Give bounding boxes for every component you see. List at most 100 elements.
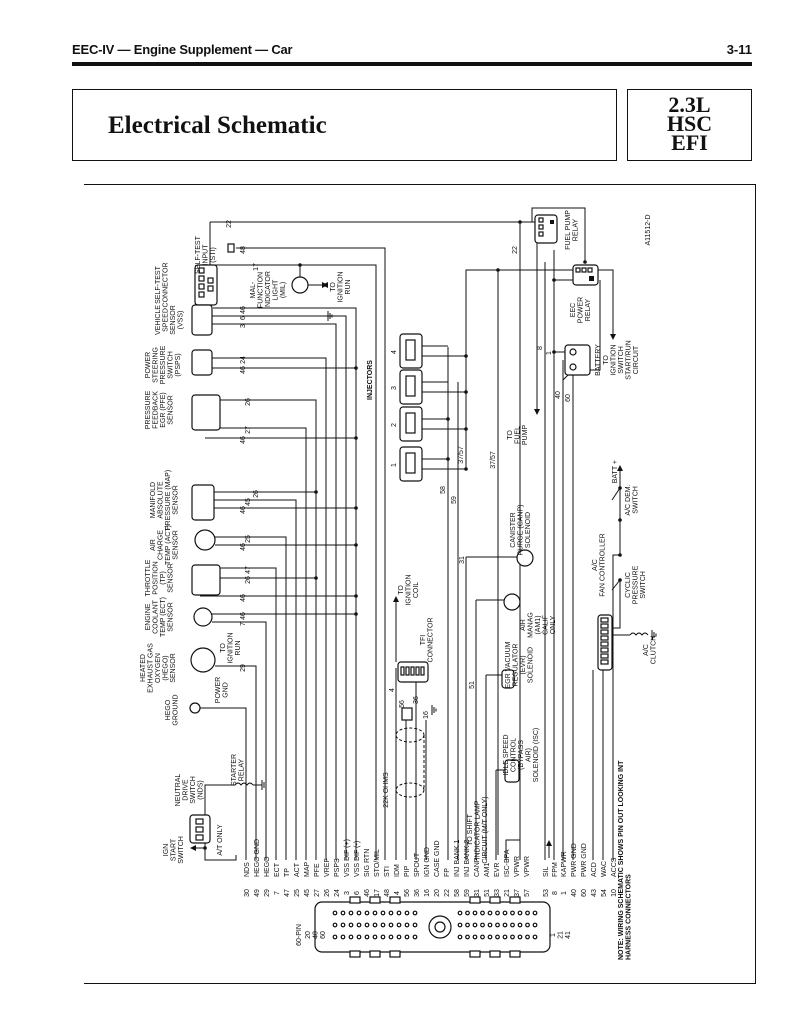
pin-hole <box>457 910 463 916</box>
starter-coil-icon <box>234 782 254 786</box>
pin-hole <box>472 922 478 928</box>
pin-name-tp: TP <box>284 868 291 877</box>
arrow-to-ignition-switch <box>610 334 616 340</box>
pin-number: 43 <box>591 889 598 897</box>
psps-label-line: PRESSURE <box>160 345 167 384</box>
wiring-note-line: NOTE: WIRING SCHEMATIC SHOWS PIN OUT LOO… <box>618 760 625 960</box>
ground-icon <box>261 780 267 790</box>
ground-icon <box>431 705 437 715</box>
pin-number: 30 <box>244 889 251 897</box>
resistor-block <box>401 707 413 721</box>
pin-hole <box>380 910 386 916</box>
connector-pins-top-line: 60 <box>320 931 327 939</box>
pin-hole <box>502 922 508 928</box>
pin <box>581 267 587 273</box>
pin-name-fp: FP <box>444 868 451 877</box>
junction-dot <box>203 846 207 850</box>
pin <box>198 267 205 274</box>
pin-number: 48 <box>384 889 391 897</box>
pin-hole <box>465 934 470 940</box>
ac-dem-switch-label-line: SWITCH <box>633 486 640 514</box>
pin-hole <box>372 934 378 940</box>
canp-solenoid <box>516 549 534 567</box>
pin-hole <box>487 910 493 916</box>
ect-label-line: ENGINE <box>145 603 152 630</box>
pin-number: 1 <box>561 891 568 895</box>
pin-name-canp: CANP <box>474 857 481 877</box>
hego-ground-label-line: GROUND <box>173 694 180 725</box>
batt-plus-label: BATT + <box>612 460 619 483</box>
fan-controller-label-line: A/C <box>592 559 599 571</box>
connector-tab <box>509 950 521 958</box>
pin-number: 27 <box>314 889 321 897</box>
pin-hole <box>472 934 478 940</box>
pin <box>198 275 205 282</box>
wire-vss-6 <box>212 315 347 860</box>
self-test-connector-label-line: CONNECTOR <box>163 263 170 308</box>
wire-label-46: 46 <box>240 506 247 514</box>
pin-hole <box>348 922 354 928</box>
wire-label-3: 3 <box>240 324 247 328</box>
pin-number: 3 <box>344 891 351 895</box>
wire-label-26: 26 <box>245 398 252 406</box>
wire-bat-relay <box>590 280 601 371</box>
pfe-label-line: PRESSURE <box>145 390 152 429</box>
pin-hole <box>525 934 530 940</box>
wire-label-58: 58 <box>440 486 447 494</box>
eec-power-relay-label-line: POWER <box>578 297 585 323</box>
hego-ground-label-line: HEGO <box>165 699 172 720</box>
pin-name-sto-mil: STO/MIL <box>374 849 381 877</box>
pin-name-vpwr: VPWR <box>524 856 531 877</box>
psps-label-line: SWITCH <box>168 351 175 379</box>
pin-hole <box>517 934 523 940</box>
pfe-label-line: SENSOR <box>168 395 175 425</box>
arrow-to-fuel-pump <box>534 409 540 415</box>
mil-to-ignition-label-line: TO <box>330 282 337 292</box>
wire-label-16: 16 <box>423 711 430 719</box>
shield-bottom <box>395 782 425 798</box>
pin-name-evr: EVR <box>494 863 501 877</box>
ignition-switch-label-line: SWITCH <box>618 346 625 374</box>
engine-badge: 2.3L HSC EFI <box>627 89 752 161</box>
mil-label-line: FUNCTION <box>258 272 265 308</box>
am1-solenoid <box>503 593 521 611</box>
pin-number: 37 <box>514 889 521 897</box>
badge-line-3: EFI <box>671 130 708 155</box>
ect-sensor <box>193 607 213 627</box>
pin-number: 33 <box>494 889 501 897</box>
ac-clutch-label-line: CLUTCH <box>651 636 658 664</box>
pin <box>600 617 609 623</box>
am1-label-line: AIR <box>520 619 527 631</box>
act-sensor <box>194 529 216 551</box>
ac-clutch-coil-icon <box>629 632 649 636</box>
pin-name-act: ACT <box>294 862 301 877</box>
wire-to-ign-switch <box>598 269 614 335</box>
junction-dot <box>552 350 556 354</box>
pin-hole <box>510 922 515 928</box>
wire-label-47: 47 <box>245 566 252 574</box>
pin-hole <box>480 910 485 916</box>
ac-clutch-label-line: A/C <box>643 644 650 656</box>
battery-minus-terminal <box>569 363 577 371</box>
nds-label-line: NEUTRAL <box>175 774 182 807</box>
wire-label-59: 59 <box>451 496 458 504</box>
vss-connector-body <box>191 304 213 336</box>
injectors-label: INJECTORS <box>367 360 374 400</box>
pin-name-ect: ECT <box>274 862 281 877</box>
pin <box>207 285 214 292</box>
wire-label-48: 48 <box>240 246 247 254</box>
pin <box>600 623 609 629</box>
pin <box>600 641 609 647</box>
vss-label-line: SPEED <box>163 308 170 332</box>
nds-label-line: DRIVE <box>183 779 190 801</box>
injector-4 <box>399 333 423 369</box>
pin-name-ign-gnd: IGN GND <box>424 847 431 877</box>
wire-fpr-right <box>555 207 586 262</box>
self-test-connector <box>194 264 218 306</box>
